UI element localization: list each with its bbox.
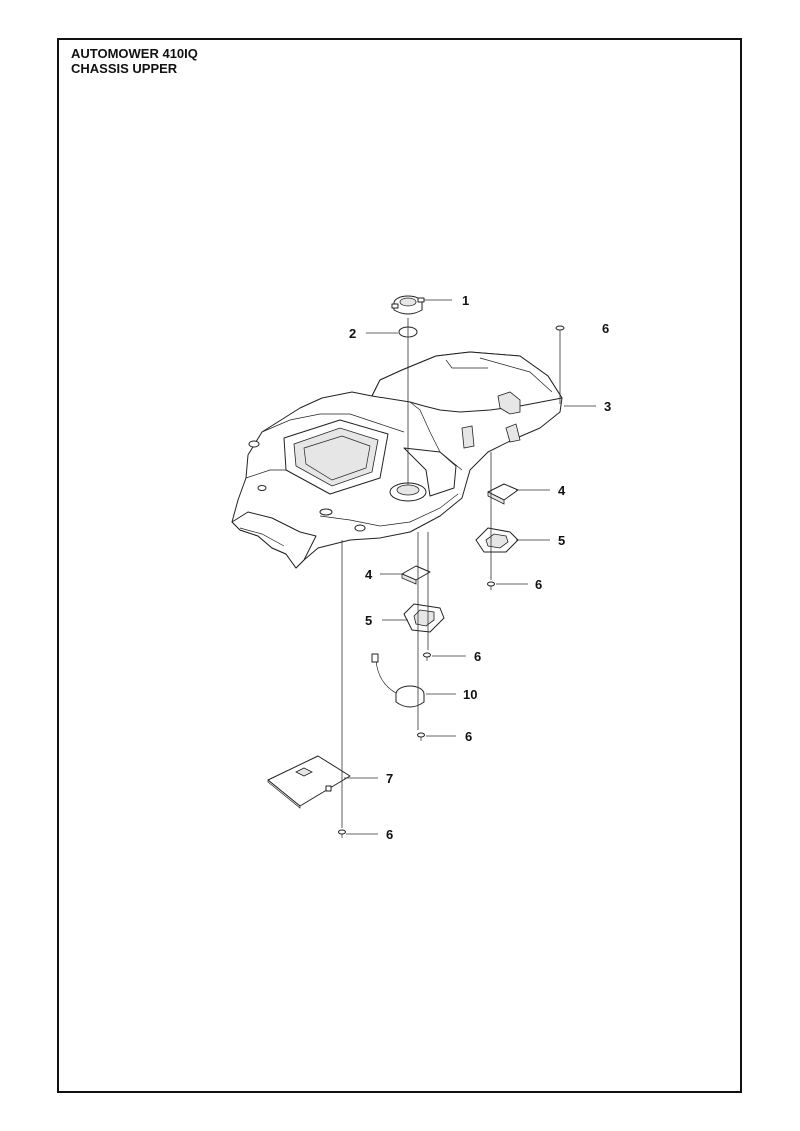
part-6-screw-lower: [417, 732, 425, 741]
part-6-screw-top: [555, 325, 565, 404]
part-5-housing-right: [475, 527, 519, 553]
assembly-title: CHASSIS UPPER: [71, 61, 178, 76]
callout-6-lower: 6: [465, 729, 472, 744]
model-title: AUTOMOWER 410IQ: [71, 46, 198, 61]
callout-6-bottom: 6: [386, 827, 393, 842]
callout-6-right: 6: [535, 577, 542, 592]
callout-2: 2: [349, 326, 356, 341]
part-4-circuit-board-right: [487, 483, 519, 505]
callout-6-center: 6: [474, 649, 481, 664]
part-7-main-board: [267, 755, 351, 809]
callout-4-center: 4: [365, 567, 373, 582]
drawing-frame: [57, 38, 742, 1093]
callout-10: 10: [463, 687, 477, 702]
part-6-screw-right: [487, 581, 495, 590]
callout-6-top: 6: [602, 321, 609, 336]
callout-5-center: 5: [365, 613, 372, 628]
callout-7: 7: [386, 771, 393, 786]
callout-3: 3: [604, 399, 611, 414]
callout-5-right: 5: [558, 533, 565, 548]
callout-1: 1: [462, 293, 469, 308]
callout-4-right: 4: [558, 483, 566, 498]
part-5-housing-center: [403, 603, 445, 633]
part-1-knob: [391, 295, 425, 315]
part-4-circuit-board-center: [401, 565, 431, 585]
title-block: AUTOMOWER 410IQ CHASSIS UPPER: [71, 46, 198, 76]
part-6-screw-center: [423, 652, 431, 661]
chassis-upper-part: [231, 351, 563, 569]
part-6-screw-bottom: [338, 829, 346, 838]
part-10-buzzer-with-cable: [371, 653, 425, 708]
